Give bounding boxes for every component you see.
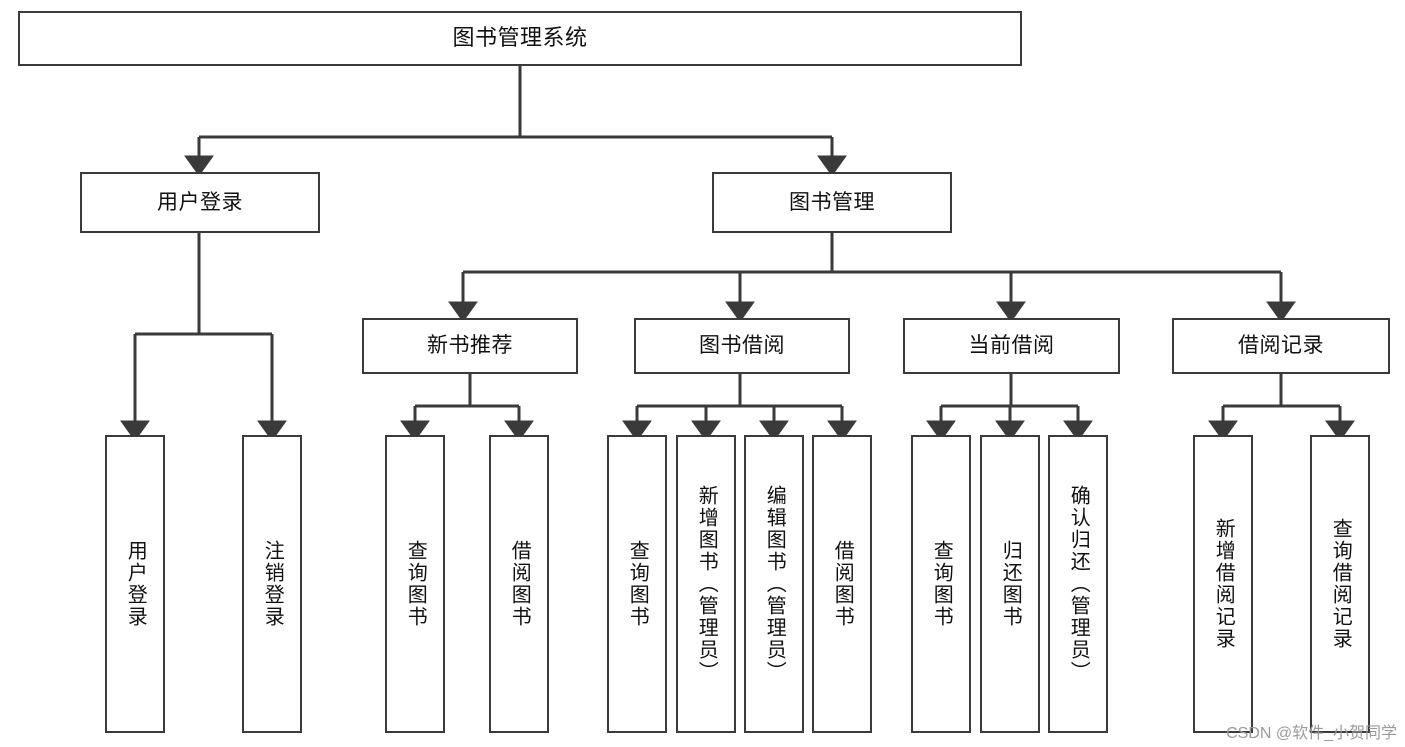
node-book-borrow-label: 图书借阅 — [699, 334, 785, 358]
node-leaf-borrow-book[interactable]: 借阅图书 — [812, 435, 872, 733]
node-borrow-records[interactable]: 借阅记录 — [1172, 318, 1390, 374]
node-leaf-logout-label: 注销登录 — [261, 540, 284, 628]
node-leaf-search-borrow-record-label: 查询借阅记录 — [1329, 518, 1352, 650]
node-leaf-borrow-book-recommend-label: 借阅图书 — [508, 540, 531, 628]
node-leaf-user-login-label: 用户登录 — [124, 540, 147, 628]
node-user-login-label: 用户登录 — [157, 190, 243, 214]
node-current-borrow-label: 当前借阅 — [968, 334, 1055, 358]
node-leaf-add-book-admin[interactable]: 新增图书（管理员） — [676, 435, 736, 733]
node-borrow-records-label: 借阅记录 — [1238, 334, 1324, 358]
node-leaf-borrow-book-recommend[interactable]: 借阅图书 — [489, 435, 549, 733]
node-leaf-edit-book-admin-label: 编辑图书（管理员） — [763, 485, 786, 683]
node-book-management-label: 图书管理 — [789, 190, 875, 214]
node-leaf-logout[interactable]: 注销登录 — [242, 435, 302, 733]
node-leaf-user-login[interactable]: 用户登录 — [105, 435, 165, 733]
node-leaf-add-borrow-record-label: 新增借阅记录 — [1212, 518, 1235, 650]
node-leaf-search-borrow-record[interactable]: 查询借阅记录 — [1310, 435, 1370, 733]
node-leaf-return-book-label: 归还图书 — [999, 540, 1022, 628]
node-leaf-search-book-current[interactable]: 查询图书 — [911, 435, 971, 733]
node-leaf-borrow-book-label: 借阅图书 — [831, 540, 854, 628]
node-leaf-add-book-admin-label: 新增图书（管理员） — [695, 485, 718, 683]
node-new-book-recommend[interactable]: 新书推荐 — [362, 318, 578, 374]
node-leaf-search-book-current-label: 查询图书 — [930, 540, 953, 628]
node-leaf-add-borrow-record[interactable]: 新增借阅记录 — [1193, 435, 1253, 733]
node-user-login[interactable]: 用户登录 — [80, 172, 320, 233]
node-book-borrow[interactable]: 图书借阅 — [634, 318, 850, 374]
node-leaf-search-book-recommend-label: 查询图书 — [404, 540, 427, 628]
node-root[interactable]: 图书管理系统 — [18, 11, 1022, 66]
node-new-book-recommend-label: 新书推荐 — [427, 334, 513, 358]
node-leaf-confirm-return-admin-label: 确认归还（管理员） — [1067, 485, 1090, 683]
node-leaf-search-book-borrow[interactable]: 查询图书 — [607, 435, 667, 733]
node-leaf-search-book-borrow-label: 查询图书 — [626, 540, 649, 628]
node-book-management[interactable]: 图书管理 — [712, 172, 952, 233]
node-leaf-return-book[interactable]: 归还图书 — [980, 435, 1040, 733]
node-root-label: 图书管理系统 — [452, 25, 588, 51]
node-leaf-edit-book-admin[interactable]: 编辑图书（管理员） — [744, 435, 804, 733]
node-leaf-search-book-recommend[interactable]: 查询图书 — [385, 435, 445, 733]
node-current-borrow[interactable]: 当前借阅 — [903, 318, 1120, 374]
csdn-watermark: CSDN @软件_小贺同学 — [1226, 725, 1397, 742]
node-leaf-confirm-return-admin[interactable]: 确认归还（管理员） — [1048, 435, 1108, 733]
